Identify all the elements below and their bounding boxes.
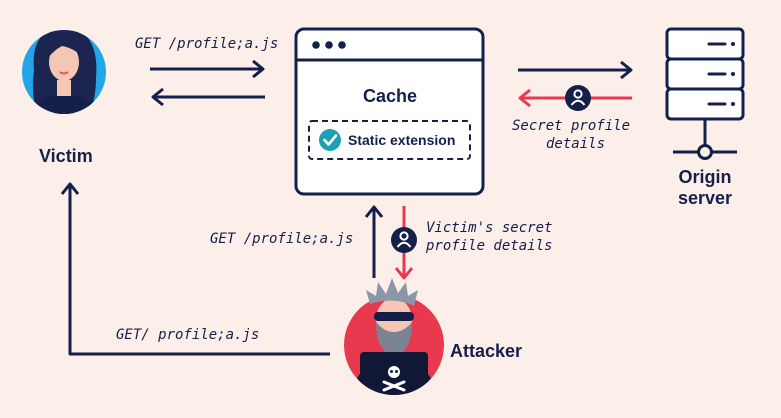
- arrow-cache-to-origin: [518, 60, 633, 80]
- arrow-attacker-to-victim: [60, 182, 330, 356]
- cache-title: Cache: [362, 86, 418, 106]
- arrow-cache-to-victim: [151, 87, 265, 107]
- window-dot: [325, 41, 333, 49]
- origin-label-line1: Origin: [678, 167, 732, 187]
- user-badge-icon: [391, 227, 417, 253]
- server-stack-icon: [665, 27, 745, 160]
- attacker-label: Attacker: [450, 341, 523, 361]
- victim-request-label: GET /profile;a.js: [135, 36, 279, 52]
- window-dot: [338, 41, 346, 49]
- victim-secret-label-1: Victim's secret: [426, 220, 553, 236]
- hacker-laptop-icon: [344, 278, 444, 395]
- window-dot: [312, 41, 320, 49]
- victim-avatar-icon: [22, 30, 106, 114]
- victim-label: Victim: [39, 146, 93, 166]
- arrow-attacker-to-cache: [364, 205, 384, 278]
- secret-profile-label-2: details: [546, 136, 606, 152]
- attacker-request-label: GET /profile;a.js: [210, 231, 354, 247]
- static-extension-label: Static extension: [348, 132, 456, 148]
- cache-window: [294, 27, 485, 196]
- secret-profile-label-1: Secret profile: [512, 118, 631, 134]
- victim-secret-label-2: profile details: [426, 238, 553, 254]
- origin-server-label: Origin server: [650, 167, 760, 209]
- arrow-victim-to-cache: [150, 59, 265, 79]
- user-badge-icon: [565, 85, 591, 111]
- attacker-to-victim-label: GET/ profile;a.js: [116, 327, 260, 343]
- check-circle-icon: [319, 129, 341, 151]
- origin-label-line2: server: [677, 188, 733, 208]
